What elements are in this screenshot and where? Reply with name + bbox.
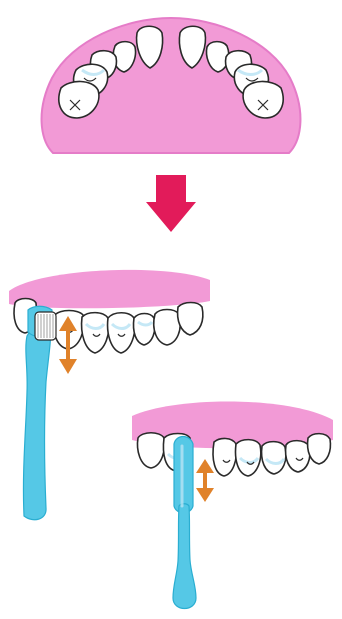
down-arrow-icon <box>146 175 196 232</box>
tooth <box>178 303 203 336</box>
tooth <box>82 313 109 353</box>
motion-arrow-head-bottom <box>196 488 214 502</box>
toothbrush-handle <box>173 504 196 609</box>
tooth <box>108 313 135 353</box>
toothbrush-icon <box>173 437 196 609</box>
toothbrush-front-teeth <box>132 401 333 608</box>
vertical-double-arrow-icon <box>196 459 214 502</box>
motion-arrow-head-bottom <box>59 359 77 374</box>
tooth <box>308 434 331 464</box>
tooth <box>262 442 286 474</box>
side-view-gum <box>9 270 210 308</box>
tooth <box>286 441 310 472</box>
down-arrow-shape <box>146 175 196 232</box>
toothbrush-icon <box>23 306 56 519</box>
tooth <box>138 433 165 468</box>
toothbrush-handle <box>23 326 50 520</box>
motion-arrow-head-top <box>196 459 214 473</box>
upper-arch-overview <box>42 18 301 153</box>
tooth <box>154 310 181 346</box>
tooth <box>213 438 236 476</box>
tooth <box>133 314 154 346</box>
